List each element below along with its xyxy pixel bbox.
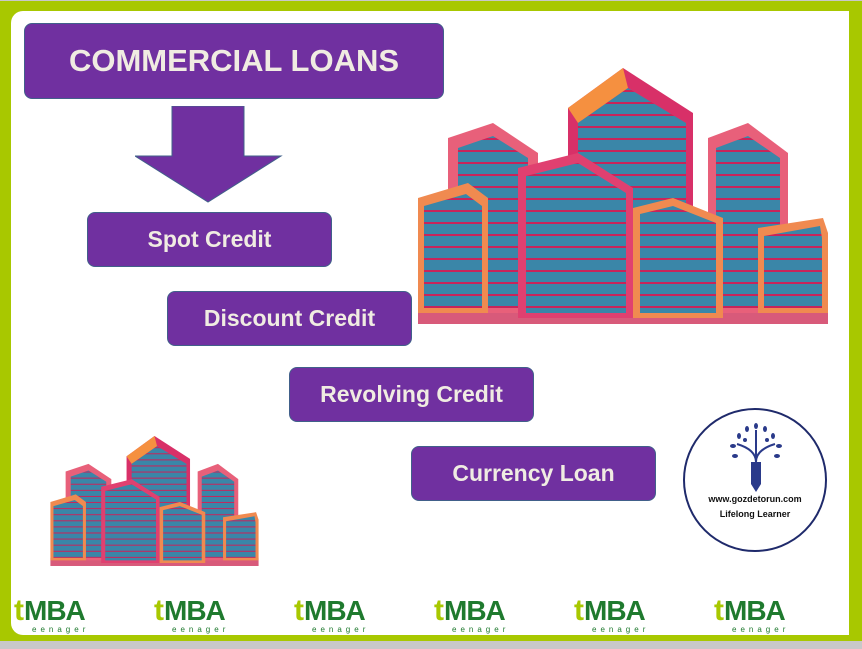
tmba-name: MBA bbox=[584, 595, 646, 626]
tmba-t: t bbox=[154, 594, 164, 627]
tmba-name: MBA bbox=[444, 595, 506, 626]
tmba-t: t bbox=[14, 594, 24, 627]
logo-tagline: Lifelong Learner bbox=[719, 509, 791, 519]
tmba-t: t bbox=[574, 594, 584, 627]
tmba-sub: eenager bbox=[172, 625, 230, 634]
gozdetorun-logo: www.gozdetorun.com Lifelong Learner bbox=[683, 408, 827, 552]
item-discount-credit: Discount Credit bbox=[167, 291, 412, 346]
tmba-t: t bbox=[714, 594, 724, 627]
item-spot-credit: Spot Credit bbox=[87, 212, 332, 267]
tmba-name: MBA bbox=[164, 595, 226, 626]
tmba-name: MBA bbox=[24, 595, 86, 626]
item-currency-loan: Currency Loan bbox=[411, 446, 656, 501]
down-arrow-icon bbox=[135, 106, 283, 203]
tmba-t: t bbox=[434, 594, 444, 627]
tmba-t: t bbox=[294, 594, 304, 627]
tmba-sub: eenager bbox=[32, 625, 90, 634]
item-revolving-credit: Revolving Credit bbox=[289, 367, 534, 422]
tmba-sub: eenager bbox=[592, 625, 650, 634]
tmba-sub: eenager bbox=[452, 625, 510, 634]
city-buildings-small-image bbox=[50, 436, 259, 566]
tmba-sub: eenager bbox=[732, 625, 790, 634]
pencil-tree-icon bbox=[730, 423, 782, 492]
city-buildings-large-image bbox=[418, 68, 828, 324]
logo-url: www.gozdetorun.com bbox=[708, 494, 802, 504]
page-title: COMMERCIAL LOANS bbox=[24, 23, 444, 99]
tmba-sub: eenager bbox=[312, 625, 370, 634]
tmba-name: MBA bbox=[304, 595, 366, 626]
tmba-name: MBA bbox=[724, 595, 786, 626]
